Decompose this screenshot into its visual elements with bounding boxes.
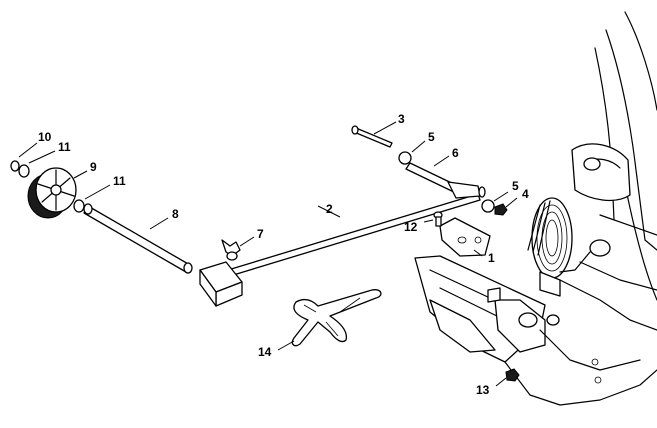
callout-3: 3 <box>398 112 405 126</box>
part-10-retaining-ring <box>10 160 20 172</box>
callout-8: 8 <box>172 207 179 221</box>
callout-5-upper: 5 <box>428 130 435 144</box>
callout-12: 12 <box>404 220 418 234</box>
callout-labels: 1 2 3 4 5 5 6 7 8 9 10 11 11 12 13 14 <box>38 112 529 397</box>
part-1-bracket <box>439 217 491 257</box>
part-4-nut <box>494 203 508 216</box>
part-13-nut <box>505 368 520 382</box>
callout-5-right: 5 <box>512 179 519 193</box>
part-5-spacer-right <box>481 199 495 213</box>
callout-9: 9 <box>90 160 97 174</box>
part-5-spacer-left <box>398 151 412 165</box>
leader-lines <box>18 121 518 387</box>
callout-11-upper: 11 <box>58 140 71 154</box>
part-11-washer-outer <box>18 164 30 178</box>
callout-11-lower: 11 <box>113 174 126 188</box>
callout-7: 7 <box>257 227 264 241</box>
callout-2: 2 <box>326 202 333 216</box>
part-9-wheel <box>27 167 77 219</box>
part-14-cross-plate <box>291 289 382 347</box>
callout-10: 10 <box>38 130 52 144</box>
part-12-bolt <box>433 211 443 227</box>
callout-13: 13 <box>476 383 490 397</box>
part-11-washer-inner <box>73 199 85 213</box>
callout-6: 6 <box>452 146 459 160</box>
part-7-wing-nut <box>221 239 241 261</box>
part-3-bolt <box>351 125 393 148</box>
part-2-crossbar <box>199 193 481 307</box>
machine-housing <box>414 11 657 406</box>
callout-1: 1 <box>488 251 495 265</box>
callout-4: 4 <box>522 187 529 201</box>
part-6-pivot-tube <box>405 162 486 199</box>
callout-14: 14 <box>258 345 272 359</box>
